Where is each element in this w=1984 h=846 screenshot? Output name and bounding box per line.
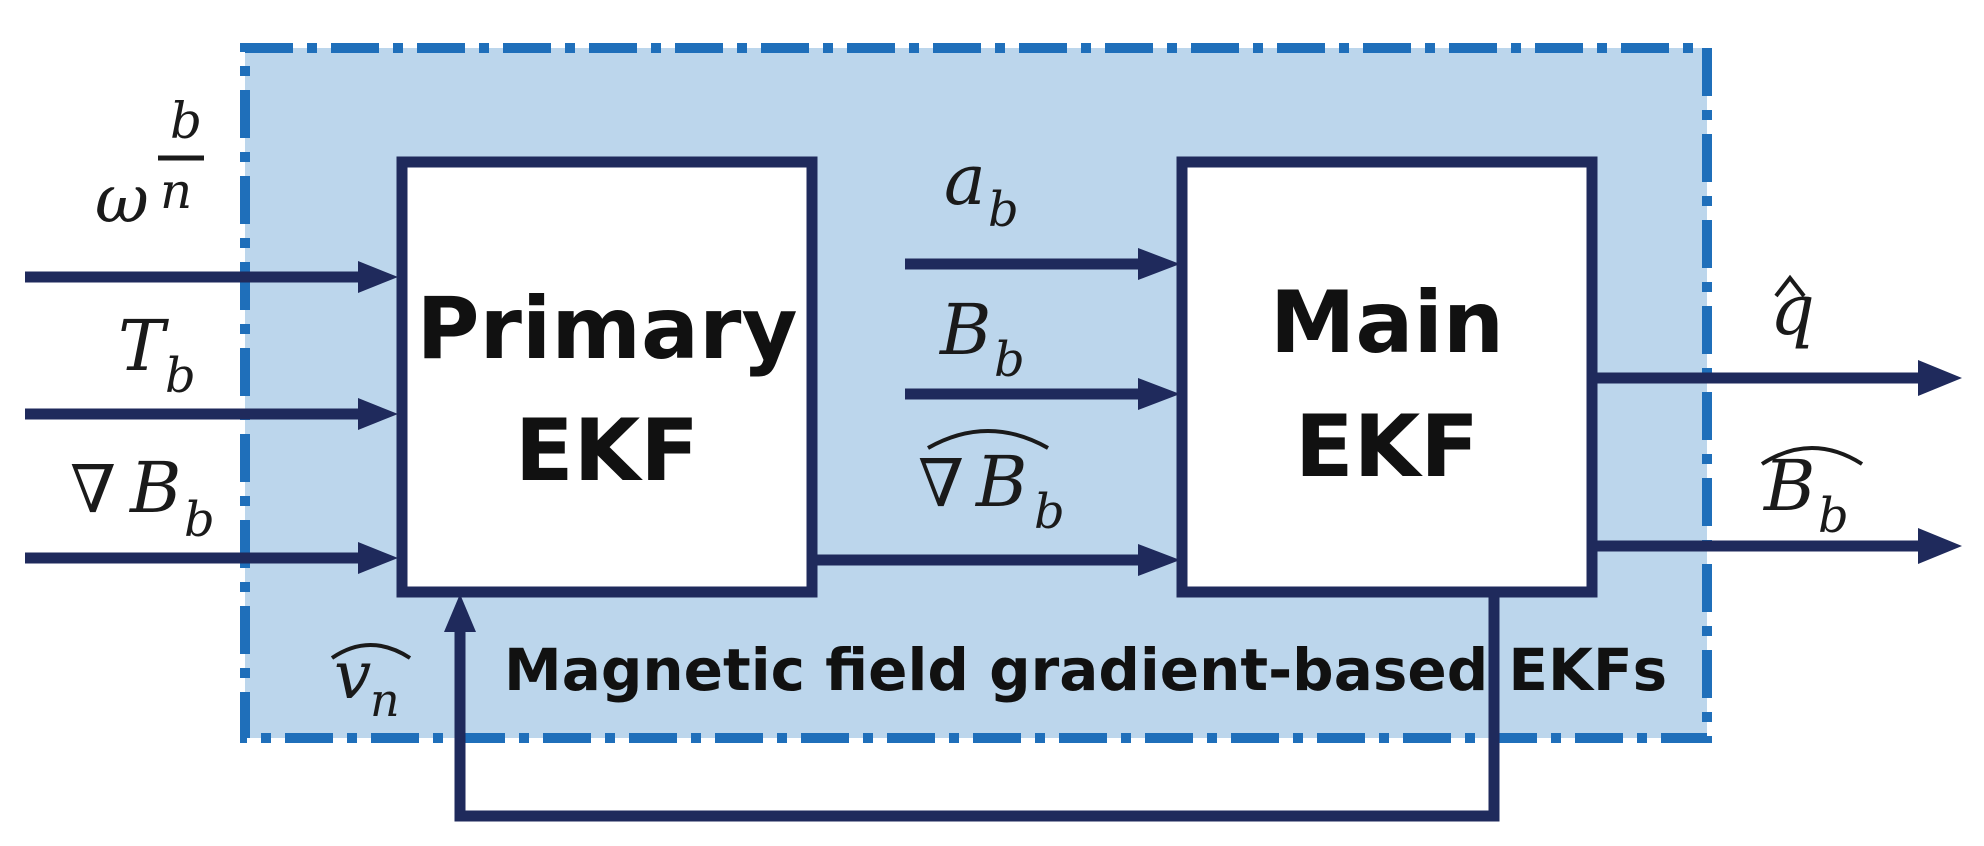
mag-symbol: B	[938, 289, 991, 371]
quaternion-label: q	[1770, 269, 1815, 351]
torque-symbol: T	[118, 305, 169, 387]
input-arrows	[25, 261, 398, 574]
mag-est-symbol: B	[1762, 445, 1815, 527]
omega-sup-den: n	[160, 162, 192, 220]
gradient-est-arrowhead	[1138, 544, 1180, 576]
gradient-label: ∇ B b	[70, 447, 215, 548]
main-ekf-box	[1176, 156, 1598, 598]
quaternion-symbol: q	[1770, 269, 1815, 351]
gradient-est-symbol: B	[974, 441, 1027, 523]
accel-symbol: a	[944, 139, 986, 221]
gradient-est-label: ∇ B b	[918, 429, 1065, 540]
feedback-symbol: v	[334, 637, 371, 714]
feedback-path	[454, 592, 1500, 822]
feedback-label: v n	[330, 637, 412, 727]
mag-subscript: b	[994, 332, 1025, 388]
mag-arrowhead	[1138, 378, 1180, 410]
accel-subscript: b	[988, 182, 1019, 238]
torque-subscript: b	[165, 348, 196, 404]
container-caption: Magnetic field gradient-based EKFs	[504, 636, 1667, 704]
omega-sup-num: b	[170, 92, 202, 150]
primary-ekf-label-line2: EKF	[515, 401, 699, 501]
omega-arrowhead	[358, 261, 398, 293]
mag-est-label: B b	[1760, 445, 1864, 544]
accel-label: a b	[944, 139, 1019, 238]
primary-ekf-box	[396, 156, 818, 598]
feedback-subscript: n	[370, 673, 400, 727]
gradient-nabla: ∇	[70, 451, 116, 528]
main-ekf-label-line2: EKF	[1295, 397, 1479, 497]
gradient-subscript: b	[184, 492, 215, 548]
quaternion-arrowhead	[1918, 360, 1962, 396]
primary-ekf-label-line1: Primary	[416, 279, 797, 379]
feedback-hat	[330, 643, 412, 660]
torque-label: T b	[118, 305, 196, 404]
gradient-est-nabla: ∇	[918, 445, 964, 522]
mag-est-hat	[1760, 446, 1864, 466]
omega-label: ω b n	[95, 92, 204, 238]
mag-label: B b	[938, 289, 1025, 388]
intermediate-arrows	[812, 248, 1180, 576]
mag-est-subscript: b	[1818, 488, 1849, 544]
main-ekf-label-line1: Main	[1270, 273, 1504, 373]
quaternion-hat	[1774, 274, 1806, 298]
gradient-est-subscript: b	[1034, 484, 1065, 540]
gradient-symbol: B	[128, 447, 181, 529]
output-arrows	[1595, 360, 1962, 564]
omega-symbol: ω	[95, 161, 149, 238]
accel-arrowhead	[1138, 248, 1180, 280]
feedback-loop	[444, 592, 1500, 822]
gradient-est-hat	[927, 429, 1049, 450]
main-ekf-block: Main EKF	[1176, 156, 1598, 598]
torque-arrowhead	[358, 398, 398, 430]
primary-ekf-block: Primary EKF	[396, 156, 818, 598]
mag-est-arrowhead	[1918, 528, 1962, 564]
feedback-arrowhead	[444, 594, 476, 632]
gradient-arrowhead	[358, 542, 398, 574]
